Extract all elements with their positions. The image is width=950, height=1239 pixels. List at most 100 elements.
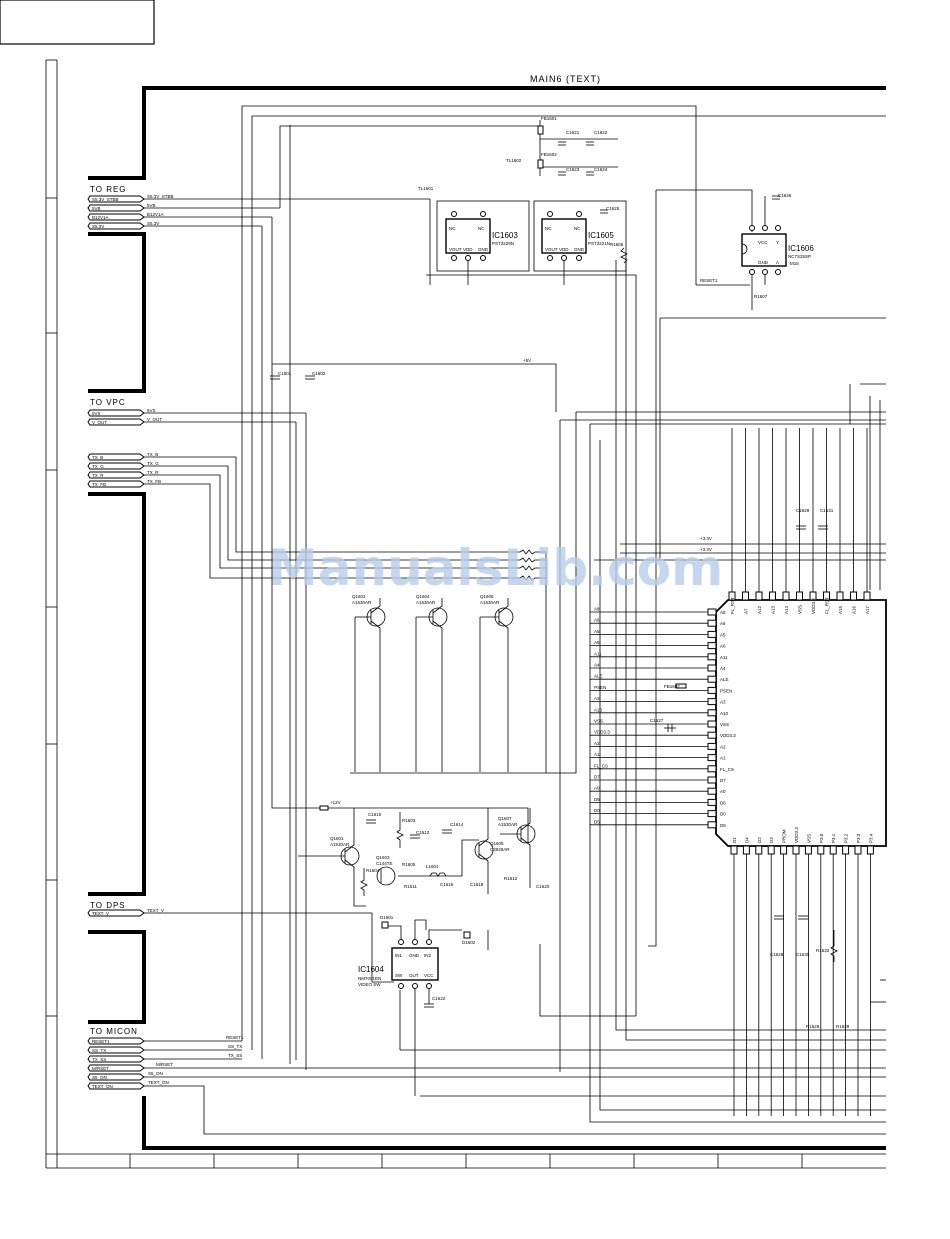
svg-text:C1618: C1618 [470, 882, 484, 887]
svg-text:Q1601: Q1601 [330, 836, 344, 841]
mcu-bottom-pin-label: VDD3.3 [794, 827, 799, 843]
svg-text:TX_FB: TX_FB [92, 482, 106, 487]
mcu-top-pin-label: VDD3.3 [811, 598, 816, 614]
block-border-top [88, 86, 886, 180]
svg-text:C3928AR: C3928AR [490, 847, 510, 852]
connector-dps-pins: TEXT_V TEXT_V [87, 908, 394, 983]
mcu-top-pin: A14 [782, 428, 790, 614]
svg-text:M/RSET: M/RSET [156, 1062, 173, 1067]
svg-text:Q1603: Q1603 [376, 855, 390, 860]
block-border-seg2 [88, 232, 146, 393]
mcu-bottom-pin-label: P3.2 [844, 833, 849, 843]
svg-text:C1624: C1624 [594, 167, 608, 172]
svg-text:VDD: VDD [559, 247, 569, 252]
mcu-bottom-pin: P3.0 [817, 833, 825, 1116]
svg-text:D1602: D1602 [462, 940, 476, 945]
svg-text:FB1602: FB1602 [664, 684, 680, 689]
mcu-left-net-label: A10 [594, 707, 603, 712]
svg-text:S5.3V: S5.3V [147, 221, 159, 226]
svg-text:S5.3V_STBB: S5.3V_STBB [147, 194, 174, 199]
mcu-top-pin-label: A15 [838, 605, 843, 614]
svg-text:RESET1: RESET1 [700, 278, 718, 283]
connector-vpc-label: TO VPC [90, 398, 126, 407]
svg-text:SS_TX: SS_TX [92, 1048, 106, 1053]
svg-text:FB1602: FB1602 [541, 152, 557, 157]
mcu-left-pin-label: VDD3.3 [720, 733, 736, 738]
ic1605-part: PST3221N [588, 241, 610, 246]
svg-text:IN2: IN2 [424, 953, 432, 958]
svg-text:TX_G: TX_G [147, 461, 159, 466]
svg-text:D1601: D1601 [380, 915, 394, 920]
svg-text:A1530AR: A1530AR [498, 822, 518, 827]
mcu-top-pin: A13 [769, 428, 776, 614]
mcu-left-pin-label: D6 [720, 800, 726, 805]
svg-text:A: A [776, 260, 779, 265]
video-switch-section: +12V Q1601 A1530AR Q1603 C144TE Q1605 C3… [298, 800, 550, 1096]
svg-text:NC: NC [574, 226, 581, 231]
connector-reg-label: TO REG [90, 185, 127, 194]
connector-reg-pins: S5.3V_STBB 5VB B12V1A S5.3V S5.3V_STBB 5… [87, 194, 174, 230]
mcu-left-pin-label: A5 [720, 632, 726, 637]
mcu-support: +3.3V +3.3V C1629 C1631 C1627 FB1602 C16… [650, 508, 886, 1029]
block-border-seg3 [88, 492, 146, 896]
svg-text:C1630: C1630 [796, 952, 810, 957]
svg-text:+3.3V: +3.3V [700, 536, 712, 541]
mcu-bottom-pin: PROM [780, 829, 788, 1116]
mcu-left-net-label: A8 [594, 607, 600, 612]
svg-text:NC: NC [449, 226, 456, 231]
mcu-bottom-pin-label: P3.1 [831, 833, 836, 843]
svg-text:C1623: C1623 [566, 167, 580, 172]
mcu-top-pin: FL_RST [728, 428, 736, 614]
mcu-top-pin-label: A16 [852, 605, 857, 614]
svg-text:5VS: 5VS [147, 408, 156, 413]
mcu-left-net-label: A0 [594, 786, 600, 791]
svg-text:C1622: C1622 [432, 996, 446, 1001]
svg-text:C1628: C1628 [770, 952, 784, 957]
svg-text:TX_SS: TX_SS [228, 1053, 242, 1058]
mcu-left-pin-label: A6 [720, 621, 726, 626]
mcu-top-pin: A12 [755, 428, 763, 614]
svg-text:GND: GND [574, 247, 585, 252]
svg-text:NC: NC [478, 226, 485, 231]
mcu-bottom-pin: D4 [742, 837, 750, 1116]
svg-text:V_OUT: V_OUT [92, 420, 107, 425]
mcu-left-pin-label: ALE [720, 677, 729, 682]
svg-text:R1603: R1603 [402, 818, 416, 823]
mcu-left-net-label: A3 [594, 696, 600, 701]
mcu-left-pin-label: A10 [720, 711, 729, 716]
mcu-left-net-label: FL_CS [594, 763, 608, 768]
svg-text:C1625: C1625 [606, 206, 620, 211]
mcu-bottom-pin-label: D4 [744, 837, 749, 843]
mcu-left-net-label: ALE [594, 674, 603, 679]
svg-text:C1612: C1612 [416, 830, 430, 835]
mcu-top-pin: A7 [742, 428, 749, 614]
mcu-left-net-label: A1 [594, 752, 600, 757]
mcu-top-pin-label: A13 [771, 605, 776, 614]
watermark: ManualsLib.com [268, 539, 723, 597]
svg-text:5VS: 5VS [92, 411, 101, 416]
reg-pin-2: 5VB [92, 206, 101, 211]
svg-text:C1620: C1620 [536, 884, 550, 889]
svg-text:5VB: 5VB [147, 203, 156, 208]
mcu-left-pins: A8A8A6A6A5A5A6A6A11A11A4A4ALEALEPSENPSEN… [590, 607, 736, 829]
mcu-bottom-pin-label: D3 [769, 837, 774, 843]
reg-pin-3: B12V1A [92, 215, 109, 220]
mcu-left-pin-label: A0 [720, 789, 726, 794]
mcu-bottom-pin-label: D1 [732, 837, 737, 843]
svg-text:VCC: VCC [758, 240, 768, 245]
svg-text:TX_G: TX_G [92, 464, 104, 469]
mcu-left-pin-label: PSEN [720, 688, 732, 693]
svg-text:C1621: C1621 [566, 130, 580, 135]
mcu-bottom-pin: P3.3 [854, 833, 862, 1116]
mcu-left-pin-label: VSS [720, 722, 729, 727]
svg-text:M/RSET: M/RSET [92, 1066, 109, 1071]
